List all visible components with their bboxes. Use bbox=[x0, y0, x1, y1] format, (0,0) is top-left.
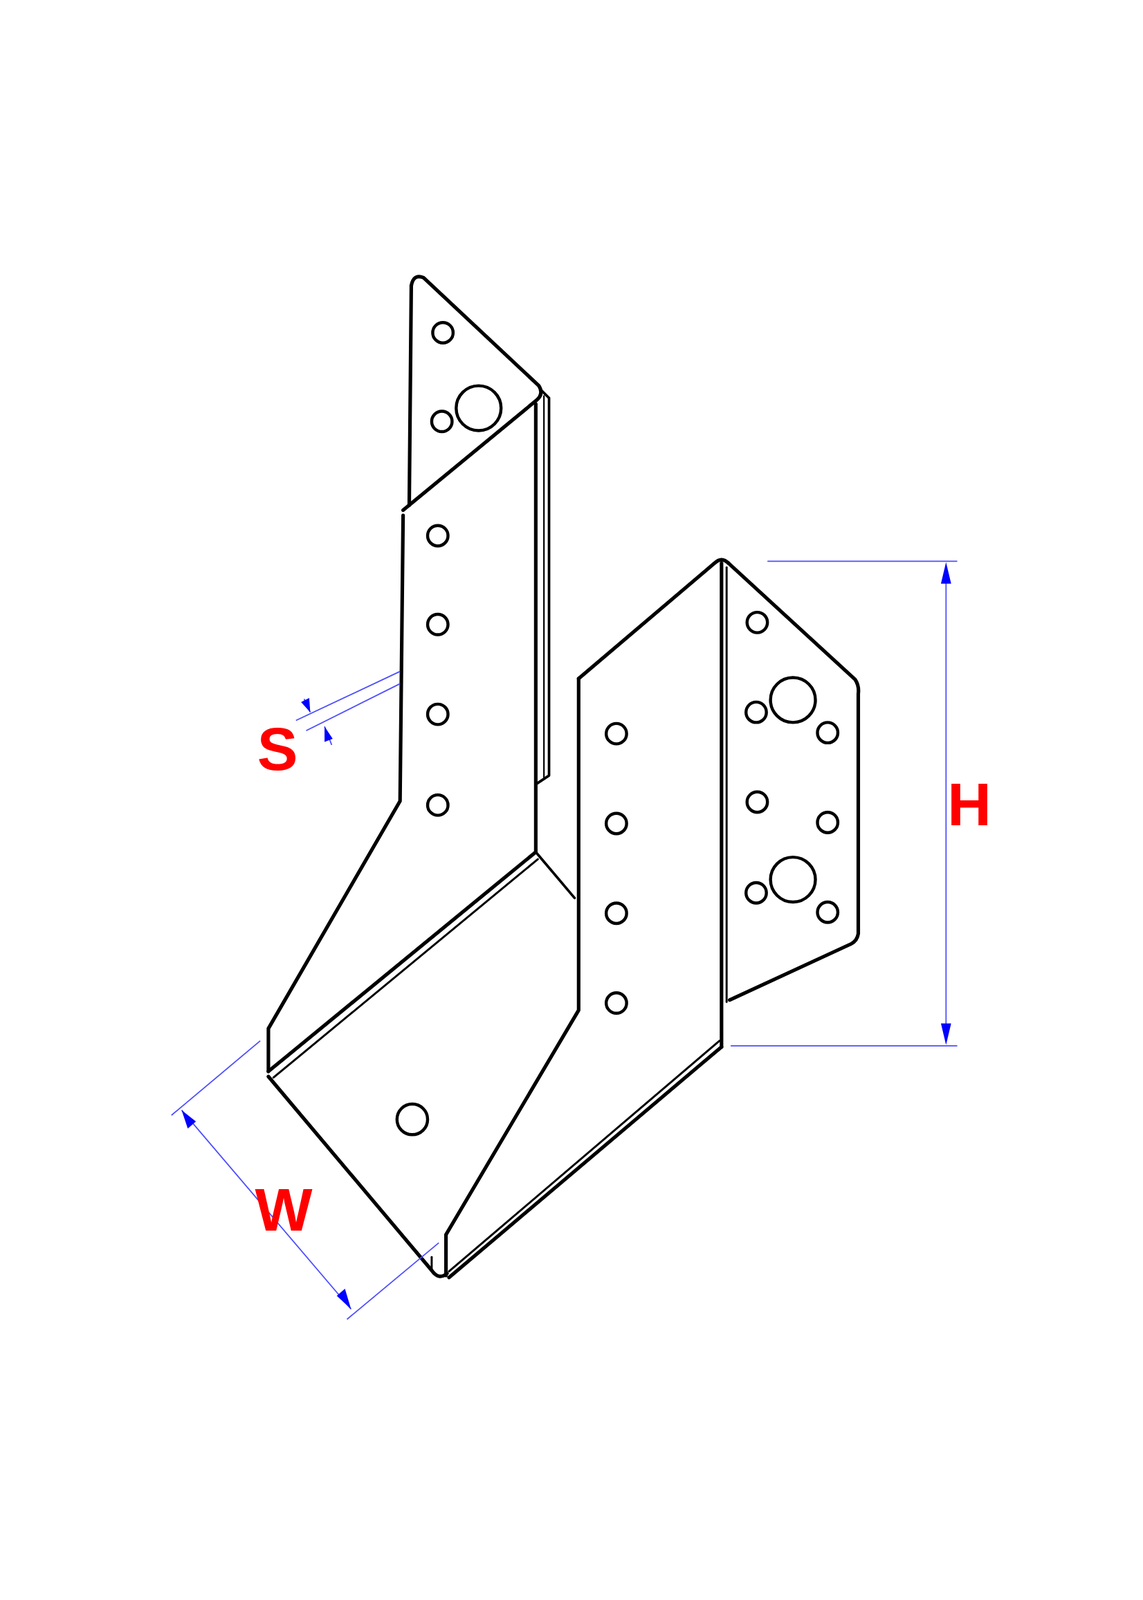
dimension-label: H bbox=[947, 774, 992, 836]
dimension-label: S bbox=[257, 718, 299, 780]
dimension-label: W bbox=[254, 1179, 313, 1241]
